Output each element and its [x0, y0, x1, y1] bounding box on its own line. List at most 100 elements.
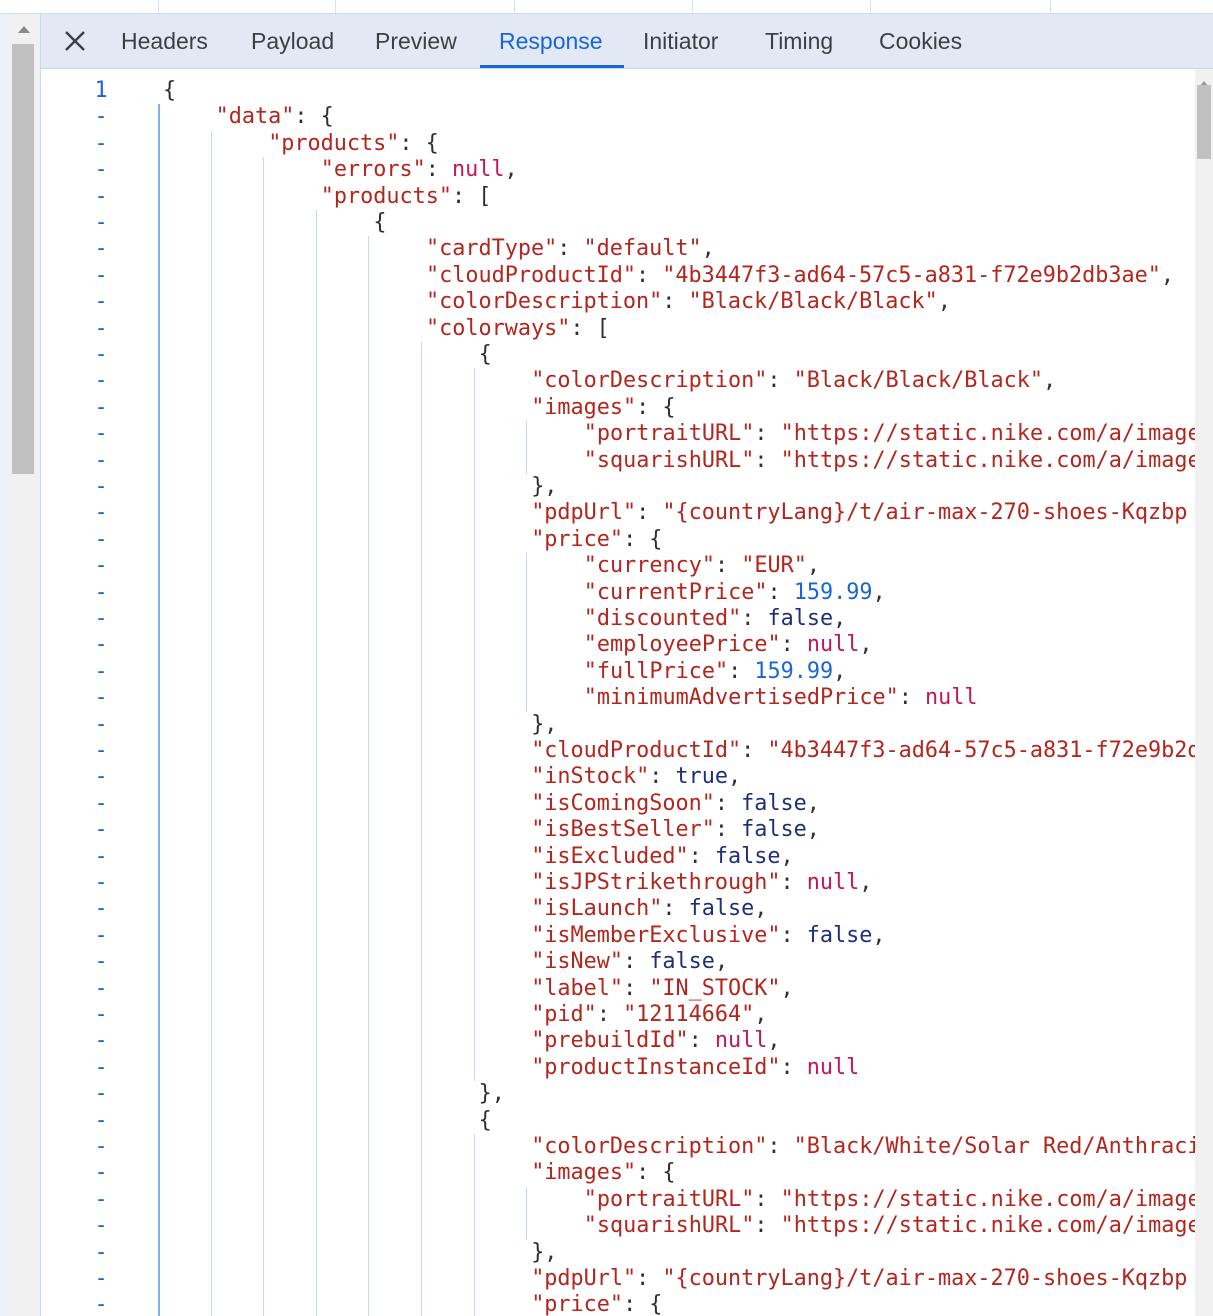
- code-line: -"discounted": false,: [41, 606, 1195, 633]
- indent-guide: [368, 1292, 370, 1316]
- indent-guide: [368, 553, 370, 580]
- json-punctuation: },: [531, 474, 558, 499]
- fold-marker[interactable]: -: [94, 553, 108, 579]
- fold-marker[interactable]: -: [94, 1292, 108, 1316]
- indent-guide: [368, 817, 370, 844]
- json-string: "Black/Black/Black": [793, 368, 1043, 394]
- fold-marker[interactable]: -: [94, 1107, 108, 1133]
- code-line: -"isComingSoon": false,: [41, 790, 1195, 818]
- fold-marker[interactable]: -: [94, 738, 108, 763]
- fold-marker[interactable]: -: [94, 579, 108, 605]
- fold-marker[interactable]: -: [94, 1239, 108, 1265]
- tab-headers[interactable]: Headers: [121, 28, 208, 54]
- fold-marker[interactable]: -: [94, 658, 108, 684]
- indent-guide: [473, 711, 475, 738]
- fold-marker[interactable]: -: [94, 975, 108, 1001]
- right-scrollbar-thumb[interactable]: [1197, 85, 1211, 159]
- tab-timing[interactable]: Timing: [765, 28, 834, 54]
- scroll-up-arrow-icon[interactable]: [18, 26, 30, 33]
- tab-payload[interactable]: Payload: [251, 28, 335, 54]
- json-punctuation: : [: [452, 183, 492, 209]
- fold-marker[interactable]: -: [94, 104, 108, 130]
- indent-guide: [315, 315, 317, 342]
- code-text: "images": {: [531, 395, 675, 421]
- json-punctuation: :: [688, 843, 715, 869]
- fold-marker[interactable]: -: [94, 1081, 108, 1107]
- fold-marker[interactable]: -: [94, 1054, 108, 1080]
- fold-marker[interactable]: -: [94, 130, 108, 156]
- close-icon[interactable]: [63, 29, 87, 53]
- fold-marker[interactable]: -: [94, 817, 108, 843]
- indent-guide: [526, 421, 528, 448]
- tab-cookies[interactable]: Cookies: [879, 28, 963, 54]
- fold-marker[interactable]: -: [94, 1266, 108, 1291]
- right-scrollbar[interactable]: [1195, 69, 1213, 1316]
- json-null: null: [925, 685, 978, 711]
- fold-marker[interactable]: -: [94, 1186, 108, 1212]
- fold-marker[interactable]: -: [94, 315, 108, 341]
- fold-marker[interactable]: -: [94, 368, 108, 394]
- fold-marker[interactable]: -: [94, 632, 108, 658]
- fold-marker[interactable]: -: [94, 342, 108, 367]
- fold-marker[interactable]: -: [94, 870, 108, 895]
- indent-guide: [158, 104, 160, 131]
- indent-guide: [526, 606, 528, 633]
- fold-marker[interactable]: -: [94, 1002, 108, 1027]
- fold-marker[interactable]: -: [94, 685, 108, 711]
- fold-marker[interactable]: -: [94, 764, 108, 790]
- indent-guide: [210, 579, 212, 606]
- indent-guide: [368, 949, 370, 976]
- indent-guide: [210, 1028, 212, 1055]
- indent-guide: [315, 949, 317, 976]
- indent-guide: [210, 1002, 212, 1029]
- fold-marker[interactable]: -: [94, 711, 108, 737]
- fold-marker[interactable]: -: [94, 157, 108, 183]
- indent-guide: [473, 394, 475, 422]
- tab-preview[interactable]: Preview: [375, 28, 457, 54]
- json-punctuation: },: [531, 1239, 558, 1265]
- json-key: "price": [531, 526, 624, 552]
- indent-guide: [210, 922, 212, 950]
- indent-guide: [158, 1134, 160, 1161]
- json-punctuation: ,: [833, 658, 847, 684]
- fold-marker[interactable]: -: [94, 447, 108, 473]
- json-punctuation: :: [688, 1028, 715, 1054]
- fold-marker[interactable]: -: [94, 949, 108, 975]
- fold-marker[interactable]: -: [94, 922, 108, 948]
- fold-marker[interactable]: -: [94, 1134, 108, 1159]
- json-key: "products": [320, 183, 453, 209]
- indent-guide: [158, 1028, 160, 1055]
- code-text: "errors": null,: [321, 157, 518, 183]
- left-scrollbar-thumb[interactable]: [12, 44, 34, 474]
- fold-marker[interactable]: -: [94, 1160, 108, 1186]
- fold-marker[interactable]: -: [94, 843, 108, 869]
- scroll-up-arrow-icon[interactable]: [1199, 81, 1209, 87]
- tab-response[interactable]: Response: [499, 28, 603, 54]
- fold-marker[interactable]: -: [94, 1028, 108, 1054]
- fold-marker[interactable]: -: [94, 606, 108, 631]
- fold-marker[interactable]: -: [94, 183, 108, 209]
- indent-guide: [421, 1239, 422, 1266]
- fold-marker[interactable]: -: [94, 474, 108, 499]
- fold-marker[interactable]: -: [94, 500, 108, 526]
- fold-marker[interactable]: -: [94, 421, 108, 447]
- left-scrollbar[interactable]: [10, 14, 38, 1316]
- json-boolean: false: [688, 896, 755, 922]
- fold-marker[interactable]: -: [94, 236, 108, 262]
- fold-marker[interactable]: -: [94, 790, 108, 816]
- tab-initiator[interactable]: Initiator: [643, 28, 719, 54]
- json-key: "price": [531, 1292, 624, 1316]
- json-punctuation: : {: [623, 526, 663, 552]
- indent-guide: [263, 500, 265, 527]
- response-code-view[interactable]: 1{-"data": {-"products": {-"errors": nul…: [41, 69, 1195, 1316]
- fold-marker[interactable]: -: [94, 262, 108, 288]
- fold-marker[interactable]: -: [94, 526, 108, 552]
- fold-marker[interactable]: -: [94, 896, 108, 922]
- fold-marker[interactable]: -: [94, 1213, 108, 1239]
- fold-marker[interactable]: -: [94, 289, 108, 315]
- indent-guide: [473, 474, 475, 501]
- json-key: "label": [531, 975, 624, 1001]
- fold-marker[interactable]: -: [94, 394, 108, 420]
- indent-guide: [315, 606, 317, 633]
- fold-marker[interactable]: -: [94, 210, 108, 235]
